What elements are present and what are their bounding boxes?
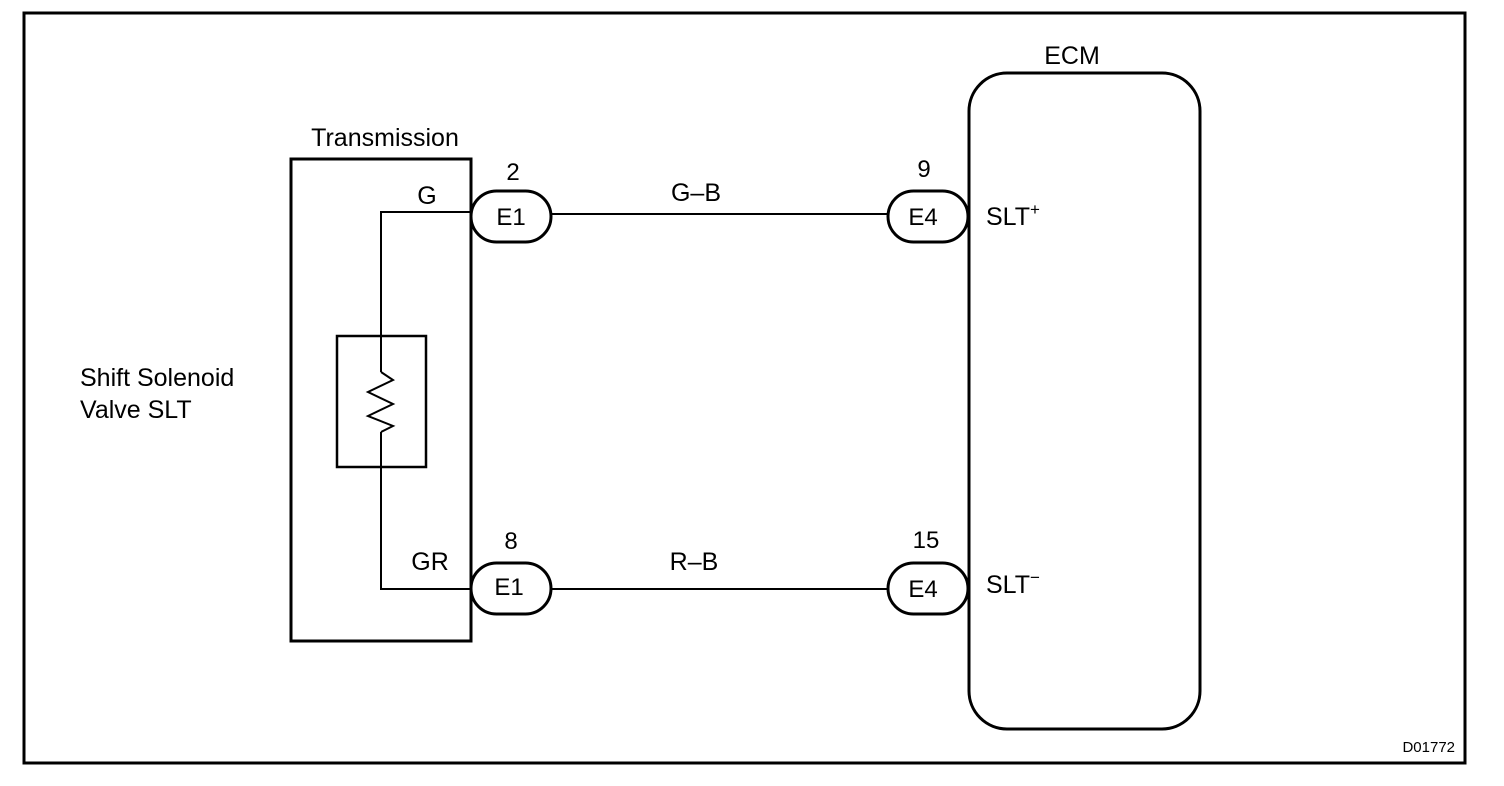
- ecm-pin-slt-plus-label: SLT: [986, 203, 1030, 231]
- ecm-pin-slt-minus-sup: −: [1030, 568, 1040, 587]
- wire-color-bottom: GR: [411, 548, 449, 576]
- solenoid-wire-top: [380, 211, 471, 372]
- connector-e4-top-pin: 9: [917, 156, 930, 183]
- solenoid-label-line2: Valve SLT: [80, 396, 192, 424]
- wire-color-top: G: [417, 182, 436, 210]
- solenoid-coil-box: [335, 334, 428, 469]
- connector-e1-top: [469, 189, 553, 244]
- connector-e4-bottom: [886, 561, 970, 616]
- transmission-box: [289, 157, 473, 643]
- connector-e4-bottom-label: E4: [908, 576, 937, 603]
- connector-e1-top-label: E1: [496, 204, 525, 231]
- ecm-box: [967, 71, 1202, 731]
- connector-e1-top-pin: 2: [506, 159, 519, 186]
- diagram-frame: [22, 11, 1467, 765]
- ecm-pin-slt-plus: SLT+: [986, 200, 1040, 231]
- solenoid-coil-resistor-icon: [365, 371, 396, 433]
- wire-bottom-color-label: R–B: [670, 548, 719, 576]
- wire-top-color-label: G–B: [671, 179, 721, 207]
- connector-e4-top-label: E4: [908, 204, 937, 231]
- connector-e1-bottom: [469, 561, 553, 616]
- figure-reference: D01772: [1402, 739, 1455, 756]
- transmission-title: Transmission: [311, 124, 459, 152]
- ecm-pin-slt-minus-label: SLT: [986, 571, 1030, 599]
- connector-e4-top: [886, 189, 970, 244]
- ecm-title: ECM: [1044, 42, 1100, 70]
- connector-e4-bottom-pin: 15: [913, 527, 940, 554]
- solenoid-wire-bottom: [380, 432, 471, 590]
- solenoid-label-line1: Shift Solenoid: [80, 364, 234, 392]
- ecm-pin-slt-minus: SLT−: [986, 568, 1040, 599]
- ecm-pin-slt-plus-sup: +: [1030, 200, 1040, 219]
- connector-e1-bottom-pin: 8: [504, 528, 517, 555]
- connector-e1-bottom-label: E1: [494, 574, 523, 601]
